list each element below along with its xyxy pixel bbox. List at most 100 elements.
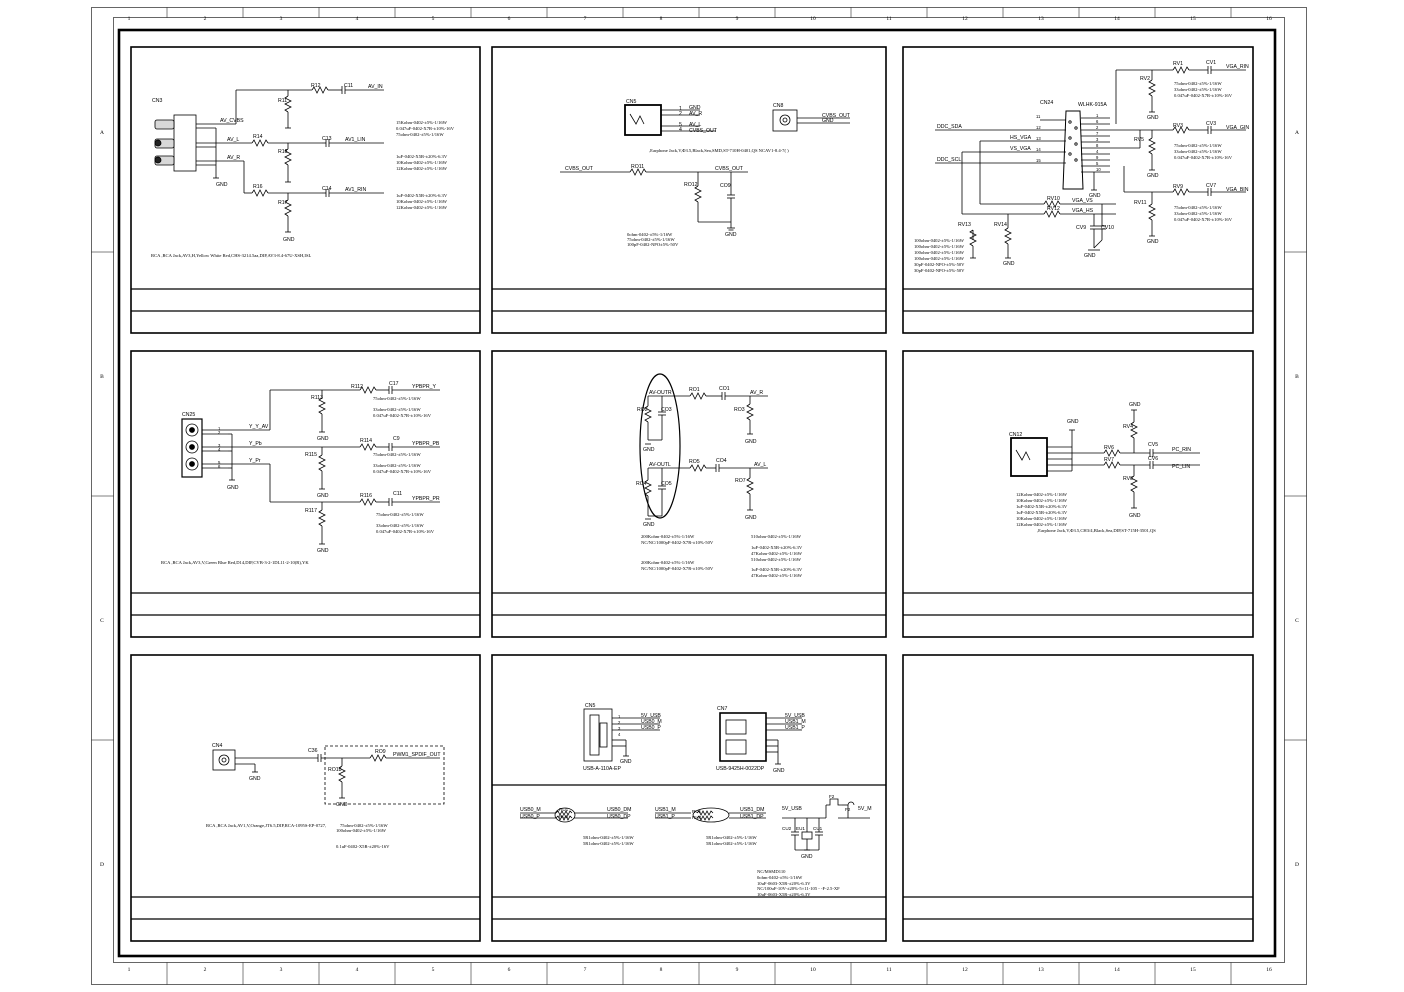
part-ref: R116 <box>360 493 372 499</box>
part-ref: RU1 <box>559 807 569 812</box>
col-label-bottom: 5 <box>432 967 435 973</box>
component-note: 75ohm-0402-±5%-1/16W <box>396 132 444 137</box>
net-label: CVBS_OUT <box>822 113 851 119</box>
ground-label: GND <box>1003 261 1015 267</box>
component-note: NC/NC/1000pF-0402-X7R-±10%-50V <box>641 566 714 571</box>
component-note: 5R1ohm-0402-±5%-1/16W <box>706 841 757 846</box>
part-ref: RO5 <box>689 459 700 465</box>
connector-ref: CN5 <box>585 703 595 709</box>
net-label: USB1_M <box>655 807 676 813</box>
part-ref: CO1 <box>719 386 730 392</box>
ground-label: GND <box>773 768 785 774</box>
ground-label: GND <box>317 436 329 442</box>
connector-ref: CN4 <box>212 743 222 749</box>
pin-number: 5 <box>679 122 682 128</box>
part-ref: RO7 <box>735 478 746 484</box>
net-label: USB1_P <box>785 725 805 731</box>
ground-label: GND <box>317 493 329 499</box>
part-ref: C13 <box>322 136 332 142</box>
col-label-bottom: 1 <box>128 967 131 973</box>
output-net: AV_R <box>750 390 763 396</box>
component-note: 47Kohm-0402-±5%-1/16W <box>751 551 803 556</box>
component-note: NC/NC/1000pF-0402-X7R-±10%-50V <box>641 540 714 545</box>
panel-av-out-filter: AV-OUTR AV-OUTL AV_R AV_L RO1 CO1 RO3 CO… <box>636 373 803 578</box>
part-ref: CO9 <box>720 183 731 189</box>
panel4-notes: 75ohm-0402-±5%-1/16W 33ohm-0402-±5%-1/16… <box>161 396 435 566</box>
connector-ref: CN24 <box>1040 100 1053 106</box>
panel8-notes: 5R1ohm-0402-±5%-1/16W 5R1ohm-0402-±5%-1/… <box>583 835 840 897</box>
pin-number: 6 <box>218 464 221 469</box>
component-note: 33ohm-0402-±5%-1/16W <box>1174 211 1222 216</box>
ground-label: GND <box>801 854 813 860</box>
net-label: Y_Y_AV <box>249 424 269 430</box>
part-ref: RO11 <box>631 164 644 170</box>
output-net: PC_LIN <box>1172 464 1190 470</box>
part-ref: R14 <box>253 134 263 140</box>
output-net: AV_L <box>754 462 766 468</box>
pin-number: 6 <box>1096 119 1099 124</box>
component-note: 100ohm-0402-±5%-1/16W <box>914 244 965 249</box>
ground-label: GND <box>725 232 737 238</box>
part-ref: RO1 <box>689 387 700 393</box>
ground-label: GND <box>1084 253 1096 259</box>
col-label-top: 14 <box>1114 16 1120 22</box>
component-note: 510ohm-0402-±5%-1/16W <box>751 534 802 539</box>
part-ref: RU3 <box>559 814 569 819</box>
panel-caption: RCA ,RCA Jack,AV3,V,Green Blue Red,D14,D… <box>161 560 309 566</box>
connector-ref: CN3 <box>152 98 162 104</box>
component-note: 100ohm-0402-±5%-1/16W <box>914 256 965 261</box>
col-label-top: 15 <box>1190 16 1196 22</box>
component-note: 10Kohm-0402-±5%-1/16W <box>396 199 448 204</box>
ground-label: GND <box>1147 173 1159 179</box>
net-label: USB0_P <box>641 725 661 731</box>
net-label: AV_R <box>689 111 702 117</box>
component-note: 1uF-0402-X5R-±20%-6.3V <box>751 545 803 550</box>
part-ref: R112 <box>351 384 363 390</box>
component-note: 30pF-0402-NPO-±5%-50V <box>914 262 965 267</box>
ground-label: GND <box>227 485 239 491</box>
ground-label: GND <box>249 776 261 782</box>
vga-connector-symbol <box>935 66 1246 259</box>
output-net: YPBPR_Y <box>412 384 436 390</box>
ground-label: GND <box>283 237 295 243</box>
part-ref: CV9 <box>1076 225 1086 231</box>
pin-number: 8 <box>1096 143 1099 148</box>
connector-part: USB-A-110A-EP <box>583 766 621 772</box>
component-note: 0.047uF-0402-X7R-±10%-16V <box>1174 93 1233 98</box>
component-note: 10Kohm-0402-±5%-1/16W <box>1016 516 1068 521</box>
net-label: CVBS_OUT <box>565 166 594 172</box>
part-ref: RV3 <box>1173 123 1183 129</box>
row-label-left: D <box>100 862 104 868</box>
pin-number: 2 <box>679 111 682 117</box>
panel-caption: ,Earphone Jack,V,Φ3.5,Black,Sea,SMD,ST-7… <box>649 148 789 154</box>
component-note: 75ohm-0402-±5%-1/16W <box>376 512 424 517</box>
net-label: AV_R <box>227 155 240 161</box>
part-ref: R15 <box>278 149 288 155</box>
part-ref: RO18 <box>328 767 342 773</box>
net-label: GND <box>689 105 701 111</box>
sheet-frame <box>91 7 1307 985</box>
part-ref: RV10 <box>1047 196 1060 202</box>
part-ref: EU1 <box>796 826 805 831</box>
panel-cvbs-out: CN5 1 2 5 4 GND AV_R AV_L CVBS_OUT CN8 C… <box>560 99 851 247</box>
pin-number: 3 <box>618 726 621 731</box>
panel-caption: ,Earphone Jack,V,Φ3.5,CH3/4,Black,Sea,DI… <box>1037 528 1156 534</box>
net-label: Y_Pb <box>249 441 262 447</box>
component-note: 5R1ohm-0402-±5%-1/16W <box>706 835 757 840</box>
col-label-bottom: 7 <box>584 967 587 973</box>
component-note: 0.047uF-0402-X7R-±10%-16V <box>1174 217 1233 222</box>
component-note: 10Kohm-0402-±5%-1/16W <box>1016 498 1068 503</box>
output-net: AV1_LIN <box>345 137 366 143</box>
component-note: 1uF-0402-X5R-±20%-6.3V <box>1016 510 1068 515</box>
pin-number: 1 <box>218 426 221 431</box>
col-label-bottom: 13 <box>1038 967 1044 973</box>
panel2-labels: CN5 1 2 5 4 GND AV_R AV_L CVBS_OUT CN8 C… <box>565 99 851 238</box>
component-note: 12Kohm-0402-±5%-1/16W <box>1016 522 1068 527</box>
part-ref: RU4 <box>692 815 702 820</box>
part-ref: CV1 <box>1206 60 1216 66</box>
spdif-circuit <box>212 745 445 805</box>
net-label: USB0_P <box>520 814 540 820</box>
net-label: VS_VGA <box>1010 146 1031 152</box>
earphone-jack-symbol <box>560 104 850 231</box>
